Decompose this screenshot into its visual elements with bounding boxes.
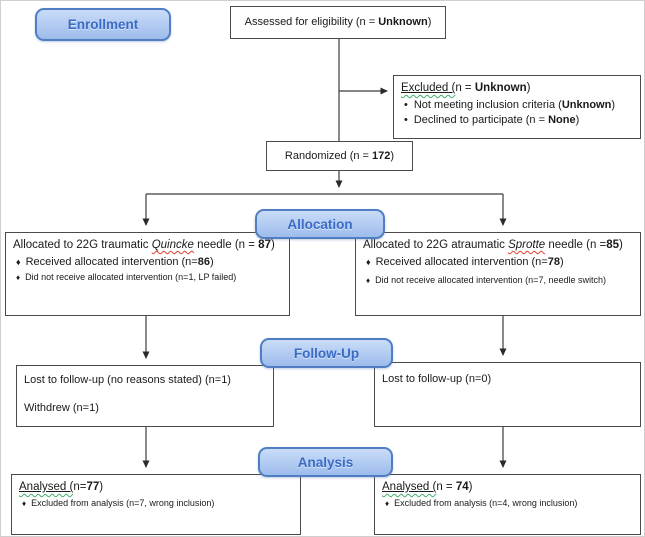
quincke-term: Quincke xyxy=(151,239,194,251)
analysis-sprotte-box: Analysed (n = 74) ♦ Excluded from analys… xyxy=(374,474,641,535)
diamond-bullet-icon: ♦ xyxy=(22,498,27,508)
analysed-left-n-value: 77 xyxy=(86,481,100,493)
enrollment-stage-label: Enrollment xyxy=(35,8,171,41)
assessed-for-eligibility-box: Assessed for eligibility (n = Unknown) xyxy=(230,6,446,39)
excluded-item2-n-value: None xyxy=(548,114,576,127)
excluded-item-1: • Not meeting inclusion criteria (Unknow… xyxy=(404,98,615,111)
lost-to-followup-left-text: Lost to follow-up (no reasons stated) (n… xyxy=(24,374,231,386)
allocation-sprotte-box: Allocated to 22G atraumatic Sprotte need… xyxy=(355,232,641,316)
allocation-quincke-box: Allocated to 22G traumatic Quincke needl… xyxy=(5,232,290,316)
excluded-item-2: • Declined to participate (n = None) xyxy=(404,114,580,127)
analysis-quincke-box: Analysed (n=77) ♦ Excluded from analysis… xyxy=(11,474,301,535)
analysis-left-item-1: ♦ Excluded from analysis (n=7, wrong inc… xyxy=(22,497,215,508)
followup-sprotte-box: Lost to follow-up (n=0) xyxy=(374,362,641,427)
diamond-bullet-icon: ♦ xyxy=(366,256,371,267)
allocation-quincke-item-2: ♦ Did not receive allocated intervention… xyxy=(16,272,237,283)
assessed-text: Assessed for eligibility (n = Unknown) xyxy=(245,15,432,29)
excluded-item1-n-value: Unknown xyxy=(561,98,612,111)
allocation-sprotte-title: Allocated to 22G atraumatic Sprotte need… xyxy=(363,239,623,251)
followup-stage-label: Follow-Up xyxy=(260,338,393,368)
lost-to-followup-right-text: Lost to follow-up (n=0) xyxy=(382,373,492,385)
analysed-right-title: Analysed (n = 74) xyxy=(382,481,473,493)
allocation-stage-text: Allocation xyxy=(287,216,353,232)
diamond-bullet-icon: ♦ xyxy=(16,273,21,283)
allocation-sprotte-n-value: 85 xyxy=(606,239,620,251)
analysis-stage-label: Analysis xyxy=(258,447,393,477)
assessed-text-post: ) xyxy=(427,16,432,29)
analysis-right-item-1: ♦ Excluded from analysis (n=4, wrong inc… xyxy=(385,497,578,508)
excluded-title-underlined: Excluded ( xyxy=(401,82,456,94)
analysed-right-n-value: 74 xyxy=(455,481,469,493)
assessed-text-pre: Assessed for eligibility (n = xyxy=(244,16,379,29)
randomized-box: Randomized (n = 172) xyxy=(266,141,413,171)
round-bullet-icon: • xyxy=(404,98,408,111)
followup-quincke-box: Lost to follow-up (no reasons stated) (n… xyxy=(16,365,274,427)
round-bullet-icon: • xyxy=(404,114,408,127)
randomized-n-value: 172 xyxy=(372,149,391,162)
excluded-box: Excluded (n = Unknown) • Not meeting inc… xyxy=(393,75,641,139)
excluded-n-value: Unknown xyxy=(474,82,527,94)
allocation-quincke-n-value: 87 xyxy=(258,239,271,251)
allocation-quincke-item-1: ♦ Received allocated intervention (n=86) xyxy=(16,255,214,268)
followup-stage-text: Follow-Up xyxy=(293,345,360,361)
excluded-title: Excluded (n = Unknown) xyxy=(401,82,531,94)
allocation-quincke-title: Allocated to 22G traumatic Quincke needl… xyxy=(13,239,275,251)
allocation-sprotte-item-2: ♦ Did not receive allocated intervention… xyxy=(366,275,606,286)
allocation-sprotte-item-1: ♦ Received allocated intervention (n=78) xyxy=(366,255,564,268)
diamond-bullet-icon: ♦ xyxy=(366,276,371,286)
withdrew-text: Withdrew (n=1) xyxy=(24,402,99,415)
assessed-n-value: Unknown xyxy=(378,16,428,29)
received-sprotte-n-value: 78 xyxy=(547,255,560,268)
analysis-stage-text: Analysis xyxy=(297,454,354,470)
allocation-stage-label: Allocation xyxy=(255,209,385,239)
diamond-bullet-icon: ♦ xyxy=(385,498,390,508)
randomized-text: Randomized (n = 172) xyxy=(284,149,395,162)
received-quincke-n-value: 86 xyxy=(197,255,210,268)
enrollment-stage-text: Enrollment xyxy=(67,17,139,32)
diamond-bullet-icon: ♦ xyxy=(16,256,21,267)
sprotte-term: Sprotte xyxy=(508,239,546,251)
analysed-left-title: Analysed (n=77) xyxy=(19,481,104,493)
